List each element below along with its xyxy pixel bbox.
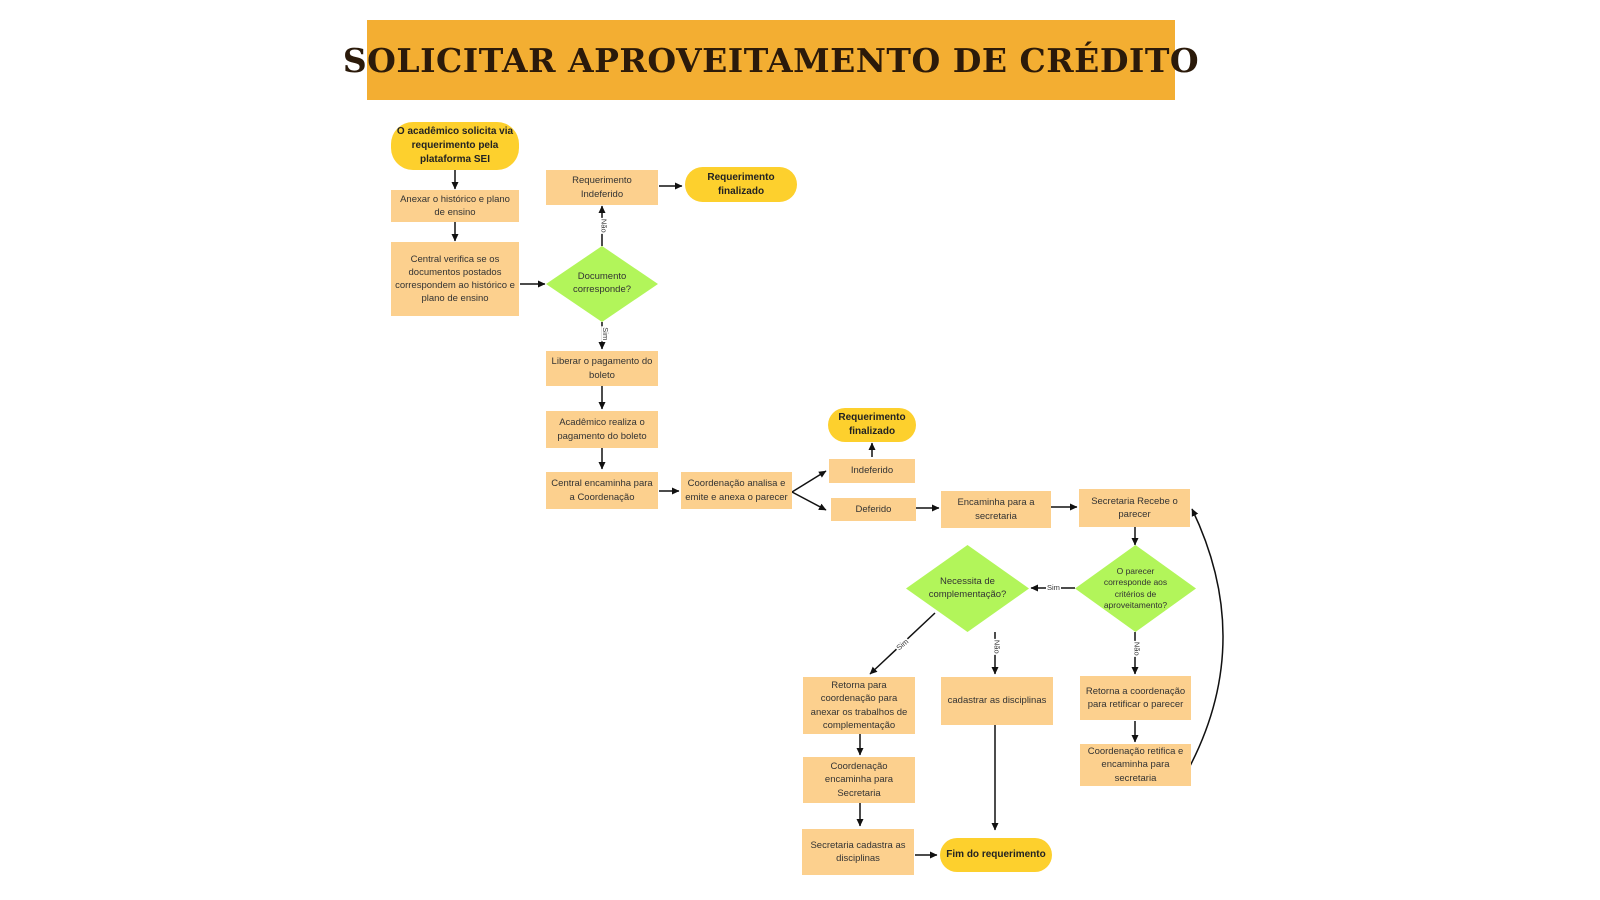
edge-label-no-1: Não	[599, 217, 609, 234]
start-terminal: O acadêmico solicita via requerimento pe…	[391, 122, 519, 170]
document-match-decision: Documento corresponde?	[546, 246, 658, 322]
requirement-finalized-terminal-2: Requerimento finalizado	[828, 408, 916, 442]
requirement-finalized-terminal-1: Requerimento finalizado	[685, 167, 797, 202]
edge-label-yes-2: Sim	[1046, 583, 1061, 592]
arrow-analysis-to-granted	[791, 491, 827, 511]
title-banner: SOLICITAR APROVEITAMENTO DE CRÉDITO	[343, 20, 1199, 100]
needs-complement-label: Necessita de complementação?	[928, 575, 1007, 600]
requirement-denied-box: Requerimento Indeferido	[546, 170, 658, 205]
release-payment-box: Liberar o pagamento do boleto	[546, 351, 658, 386]
coord-forwards-secretary-box: Coordenação encaminha para Secretaria	[803, 757, 915, 803]
student-pays-box: Acadêmico realiza o pagamento do boleto	[546, 411, 658, 448]
coordination-analysis-box: Coordenação analisa e emite e anexa o pa…	[681, 472, 792, 509]
criteria-match-decision: O parecer corresponde aos critérios de a…	[1075, 545, 1196, 632]
edge-label-no-3: Não	[992, 638, 1002, 655]
central-verify-box: Central verifica se os documentos postad…	[391, 242, 519, 316]
return-coord-rectify-box: Retorna a coordenação para retificar o p…	[1080, 676, 1191, 720]
forward-secretary-box: Encaminha para a secretaria	[941, 491, 1051, 528]
secretary-receives-box: Secretaria Recebe o parecer	[1079, 489, 1190, 527]
edge-label-yes-1: Sim	[601, 326, 611, 342]
document-match-label: Documento corresponde?	[572, 271, 632, 295]
central-forwards-box: Central encaminha para a Coordenação	[546, 472, 658, 509]
secretary-registers-box: Secretaria cadastra as disciplinas	[802, 829, 914, 875]
arrow-analysis-to-denied	[791, 470, 827, 493]
arrow-loop-to-secretary	[1189, 508, 1224, 767]
needs-complement-decision: Necessita de complementação?	[906, 545, 1029, 632]
criteria-match-label: O parecer corresponde aos critérios de a…	[1103, 565, 1168, 610]
granted-box: Deferido	[831, 498, 916, 521]
attach-history-box: Anexar o histórico e plano de ensino	[391, 190, 519, 222]
edge-label-no-2: Não	[1132, 640, 1142, 657]
page-title: SOLICITAR APROVEITAMENTO DE CRÉDITO	[342, 40, 1200, 80]
end-terminal: Fim do requerimento	[940, 838, 1052, 872]
register-disciplines-box: cadastrar as disciplinas	[941, 677, 1053, 725]
return-coord-complement-box: Retorna para coordenação para anexar os …	[803, 677, 915, 734]
coord-rectifies-box: Coordenação retifica e encaminha para se…	[1080, 744, 1191, 786]
denied-box: Indeferido	[829, 459, 915, 483]
